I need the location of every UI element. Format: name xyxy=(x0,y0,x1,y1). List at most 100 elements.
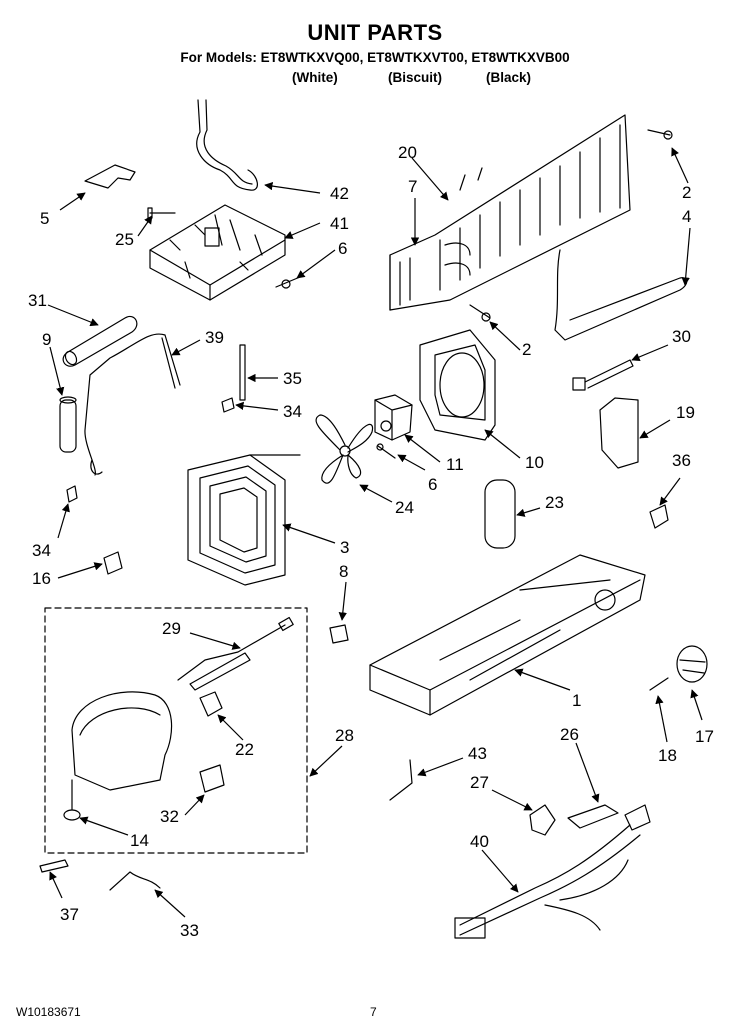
part-label-18: 18 xyxy=(658,746,677,765)
label-26 xyxy=(567,804,619,829)
part-label-19: 19 xyxy=(676,403,695,422)
rod-35 xyxy=(239,344,246,401)
clip-34-upper xyxy=(221,397,235,413)
bracket-37 xyxy=(39,859,69,873)
leader-5 xyxy=(59,192,86,211)
fan-shroud-10 xyxy=(419,329,496,441)
compressor-14 xyxy=(63,691,173,821)
harness-40 xyxy=(454,804,651,939)
leader-25 xyxy=(137,215,153,237)
compressor-kit-box-28 xyxy=(44,607,308,854)
part-label-8: 8 xyxy=(339,562,348,581)
part-label-42: 42 xyxy=(330,184,349,203)
leader-30 xyxy=(631,344,669,361)
variant-white: (White) xyxy=(292,70,338,85)
heater-4 xyxy=(554,249,688,341)
tube-9 xyxy=(59,396,77,453)
grommet-8 xyxy=(329,624,349,644)
leader-42 xyxy=(264,181,321,194)
page-title: UNIT PARTS xyxy=(307,20,443,45)
leader-22 xyxy=(217,714,244,741)
leader-36 xyxy=(659,477,681,506)
part-label-3: 3 xyxy=(340,538,349,557)
leader-43 xyxy=(417,757,464,777)
leader-14 xyxy=(79,816,129,836)
page-number: 7 xyxy=(370,1005,377,1019)
leader-34-upper xyxy=(235,401,279,411)
leader-10 xyxy=(484,429,521,459)
fan-motor-11 xyxy=(374,394,413,441)
clip-36 xyxy=(649,504,669,529)
overload-32 xyxy=(199,764,225,793)
part-label-28: 28 xyxy=(335,726,354,745)
leader-32 xyxy=(184,794,205,816)
evaporator-7 xyxy=(389,114,631,311)
leader-18 xyxy=(655,695,668,743)
variant-biscuit: (Biscuit) xyxy=(388,70,442,85)
fan-blade-24 xyxy=(315,414,374,484)
foam-19 xyxy=(599,397,639,469)
leader-9 xyxy=(49,346,65,396)
part-label-27: 27 xyxy=(470,773,489,792)
screw-2-lower xyxy=(469,304,491,322)
leader-39 xyxy=(171,339,201,356)
part-label-17: 17 xyxy=(695,727,714,746)
leader-31 xyxy=(47,304,99,327)
part-label-7: 7 xyxy=(408,177,417,196)
probe-30 xyxy=(572,359,634,391)
leader-23 xyxy=(516,507,541,517)
part-label-5: 5 xyxy=(40,209,49,228)
part-label-43: 43 xyxy=(468,744,487,763)
part-label-41: 41 xyxy=(330,214,349,233)
leader-6-upper xyxy=(296,249,336,279)
variant-black: (Black) xyxy=(486,70,532,85)
leader-2-upper xyxy=(671,147,689,184)
part-label-32: 32 xyxy=(160,807,179,826)
wire-33 xyxy=(109,871,161,891)
foam-23 xyxy=(484,479,516,549)
document-number: W10183671 xyxy=(16,1005,81,1019)
part-label-10: 10 xyxy=(525,453,544,472)
leader-20 xyxy=(411,157,449,201)
part-label-16: 16 xyxy=(32,569,51,588)
clip-16 xyxy=(103,551,123,575)
drier-29 xyxy=(177,616,294,691)
leader-28 xyxy=(309,745,343,777)
part-label-2a: 2 xyxy=(682,183,691,202)
housing-17 xyxy=(676,645,708,683)
leader-19 xyxy=(639,419,671,439)
leader-41 xyxy=(284,222,321,239)
part-label-29: 29 xyxy=(162,619,181,638)
leader-1 xyxy=(514,668,571,691)
leader-2-lower xyxy=(489,321,521,351)
part-label-25: 25 xyxy=(115,230,134,249)
leader-8 xyxy=(338,581,347,621)
leader-17 xyxy=(690,689,703,721)
part-label-6a: 6 xyxy=(338,239,347,258)
part-label-22: 22 xyxy=(235,740,254,759)
part-label-33: 33 xyxy=(180,921,199,940)
part-label-30: 30 xyxy=(672,327,691,346)
clip-34-lower xyxy=(66,485,78,503)
leader-27 xyxy=(491,789,533,811)
models-line: For Models: ET8WTKXVQ00, ET8WTKXVT00, ET… xyxy=(180,50,570,65)
clamp-27 xyxy=(529,804,556,836)
leader-29 xyxy=(189,632,241,650)
leader-33 xyxy=(154,889,186,918)
leader-4 xyxy=(681,227,691,286)
part-label-36: 36 xyxy=(672,451,691,470)
part-label-1: 1 xyxy=(572,691,581,710)
tube-43 xyxy=(389,759,413,801)
base-pan-1 xyxy=(369,554,646,716)
drain-tube-42 xyxy=(196,99,258,191)
part-label-39: 39 xyxy=(205,328,224,347)
leader-34-lower xyxy=(57,503,70,539)
screw-2-upper xyxy=(647,129,673,140)
pin-18 xyxy=(649,677,669,691)
part-label-23: 23 xyxy=(545,493,564,512)
part-label-9: 9 xyxy=(42,330,51,349)
part-label-24: 24 xyxy=(395,498,414,517)
screw-6-upper xyxy=(275,276,301,289)
part-label-37: 37 xyxy=(60,905,79,924)
part-label-34b: 34 xyxy=(32,541,51,560)
